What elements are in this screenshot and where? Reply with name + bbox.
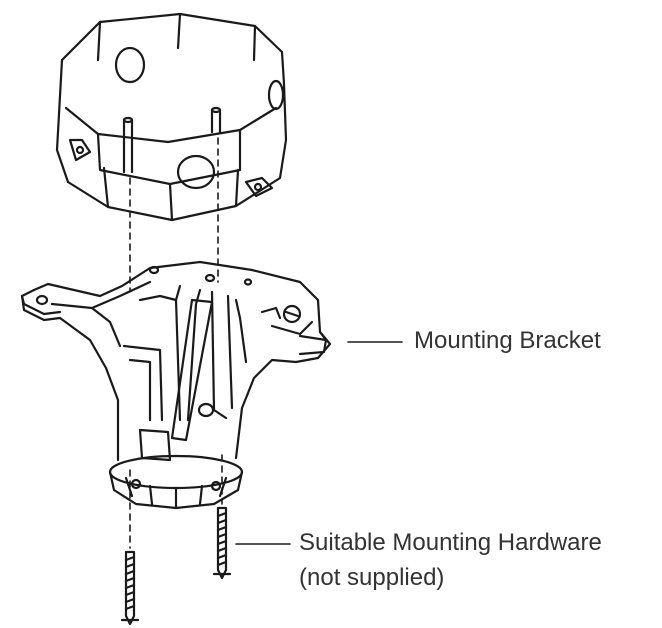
- bracket-hole: [204, 273, 216, 283]
- bracket-hole: [197, 402, 215, 418]
- not-supplied-note: (not supplied): [299, 564, 445, 591]
- mounting-bracket: [20, 260, 332, 510]
- leader-lines: [235, 341, 403, 545]
- mounting-screw-right: [212, 506, 232, 580]
- junction-box: [55, 12, 288, 222]
- bracket-hole: [35, 294, 49, 306]
- bracket-hole: [243, 278, 253, 286]
- knockout-hole: [267, 79, 285, 111]
- mounting-screw-left: [120, 550, 140, 626]
- knockout-hole: [176, 154, 216, 190]
- bracket-screw: [282, 304, 302, 324]
- mounting-bracket-label: Mounting Bracket: [414, 327, 601, 354]
- bracket-hole: [148, 265, 160, 275]
- knockout-hole: [114, 46, 146, 84]
- mounting-hardware-label: Suitable Mounting Hardware: [299, 529, 602, 556]
